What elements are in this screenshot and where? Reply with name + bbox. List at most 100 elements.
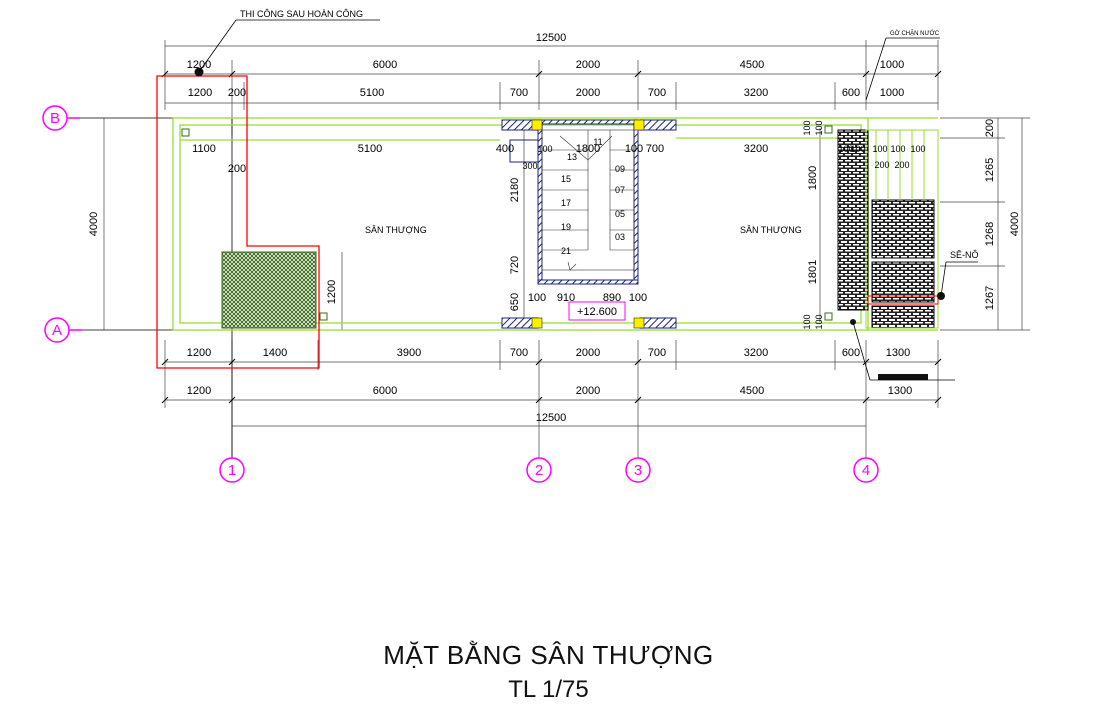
dim-right-part: 1268 (984, 222, 996, 246)
dim-top-total: 12500 (536, 32, 567, 44)
dim-right-part: 1265 (984, 158, 996, 182)
small-markers (181, 19, 978, 381)
dim-top-row2: 200 (228, 87, 246, 99)
grid-label-1: 1 (228, 462, 236, 479)
dim-top-row1: 2000 (576, 59, 600, 71)
dim-stair-bottom: 890 (603, 292, 621, 304)
dim-bottom-row2: 4500 (740, 385, 764, 397)
dim-right-part: 1267 (984, 286, 996, 310)
grid-bubbles: B A 1 2 3 4 (42, 105, 879, 483)
grid-label-B: B (50, 110, 60, 127)
dim-bottom-row2: 1300 (888, 385, 912, 397)
dim-misc: 1200 (326, 280, 338, 304)
grid-label-A: A (52, 322, 62, 339)
stair-core (501, 119, 677, 329)
dim-stair-bottom: 100 (629, 292, 647, 304)
level-mark: +12.600 (577, 306, 617, 318)
dim-bottom-total: 12500 (536, 412, 567, 424)
drawing-title: MẶT BẰNG SÂN THƯỢNG (383, 640, 714, 670)
dim-misc: 100 (802, 314, 812, 329)
dim-bottom-row1: 3900 (397, 347, 421, 359)
dim-inner-top: 400 (496, 143, 514, 155)
grid-bubble-2: 2 (526, 457, 552, 483)
construction-note-outline (156, 75, 320, 369)
dim-inner-right: 100 (890, 144, 905, 154)
dim-misc: 200 (228, 163, 246, 175)
stair-step: 03 (615, 232, 625, 242)
dim-top-row2: 700 (510, 87, 528, 99)
dim-inner-right: 200 (874, 160, 889, 170)
grid-label-4: 4 (862, 462, 870, 479)
floor-plan-drawing: B A 1 2 3 4 THI CÔNG SAU HOÀN CÔNG GỜ CH… (42, 9, 1030, 483)
dim-misc: 100 (802, 120, 812, 135)
dim-right-part: 200 (984, 119, 996, 137)
dim-bottom-row2: 6000 (373, 385, 397, 397)
stair-step: 05 (615, 209, 625, 219)
room-label-right: SÂN THƯỢNG (740, 225, 802, 235)
dim-top-row1: 6000 (373, 59, 397, 71)
dim-misc: 1801 (807, 260, 819, 284)
dim-inner-right: 100 (910, 144, 925, 154)
grid-bubble-A: A (44, 317, 82, 343)
note-construction: THI CÔNG SAU HOÀN CÔNG (240, 9, 363, 19)
stair-step: 07 (615, 185, 625, 195)
dim-top-row1: 4500 (740, 59, 764, 71)
dim-bottom-row2: 1200 (187, 385, 211, 397)
dim-inner-right: 100 (838, 144, 853, 154)
dim-inner-right: 100 (872, 144, 887, 154)
dim-stair-vertical: 650 (509, 293, 521, 311)
dim-stair-bottom: 100 (528, 292, 546, 304)
dim-bottom-row1: 600 (842, 347, 860, 359)
dim-top-row2: 5100 (360, 87, 384, 99)
dim-bottom-row1: 3200 (744, 347, 768, 359)
dim-misc: 300 (522, 161, 537, 171)
dim-bottom-row1: 2000 (576, 347, 600, 359)
dim-left-height: 4000 (88, 212, 100, 236)
stair-step: 13 (567, 152, 577, 162)
dim-inner-top: 100 (625, 143, 643, 155)
dim-inner-top: 5100 (358, 143, 382, 155)
stair-step: 09 (615, 164, 625, 174)
grid-bubble-B: B (42, 105, 80, 131)
grid-axis-lines (70, 117, 866, 470)
note-se-no: SÊ-NÔ (950, 250, 979, 260)
dim-top-row2: 700 (648, 87, 666, 99)
dim-bottom-row2: 2000 (576, 385, 600, 397)
grid-label-2: 2 (535, 462, 543, 479)
dim-inner-top: 700 (646, 143, 664, 155)
dim-bottom-row1: 1400 (263, 347, 287, 359)
level-mark-box (568, 301, 626, 321)
stair-step: 15 (561, 174, 571, 184)
grid-bubble-3: 3 (625, 457, 651, 483)
dim-top-row2: 3200 (744, 87, 768, 99)
grid-label-3: 3 (634, 462, 642, 479)
dim-stair-vertical: 720 (509, 256, 521, 274)
stair-step: 17 (561, 198, 571, 208)
dim-stair-vertical: 2180 (509, 178, 521, 202)
grid-bubble-1: 1 (219, 457, 245, 483)
dim-top-row1: 1200 (187, 59, 211, 71)
dim-bottom-row1: 1200 (187, 347, 211, 359)
dim-inner-right: 200 (894, 160, 909, 170)
dim-misc: 1800 (807, 166, 819, 190)
dim-misc: 100 (814, 314, 824, 329)
dim-top-row2: 1000 (880, 87, 904, 99)
dim-inner-top: 1100 (192, 143, 216, 155)
dim-misc: 100 (814, 120, 824, 135)
dimension-texts: 12500 1200 6000 2000 4500 1000 1200 200 … (88, 32, 1021, 424)
dim-top-row2: 600 (842, 87, 860, 99)
note-water-stop: GỜ CHẶN NƯỚC (890, 30, 940, 37)
dim-top-row1: 1000 (880, 59, 904, 71)
dim-top-row2: 2000 (576, 87, 600, 99)
dim-bottom-row1: 700 (648, 347, 666, 359)
dim-stair-bottom: 910 (557, 292, 575, 304)
drawing-scale: TL 1/75 (508, 676, 589, 703)
dim-right-height: 4000 (1009, 212, 1021, 236)
dim-bottom-row1: 1300 (886, 347, 910, 359)
dim-inner-top: 1800 (576, 143, 600, 155)
stair-step: 21 (561, 246, 571, 256)
stair-step: 11 (593, 137, 602, 147)
dim-bottom-row1: 700 (510, 347, 528, 359)
stair-step: 19 (561, 222, 571, 232)
dim-top-row2: 1200 (188, 87, 212, 99)
